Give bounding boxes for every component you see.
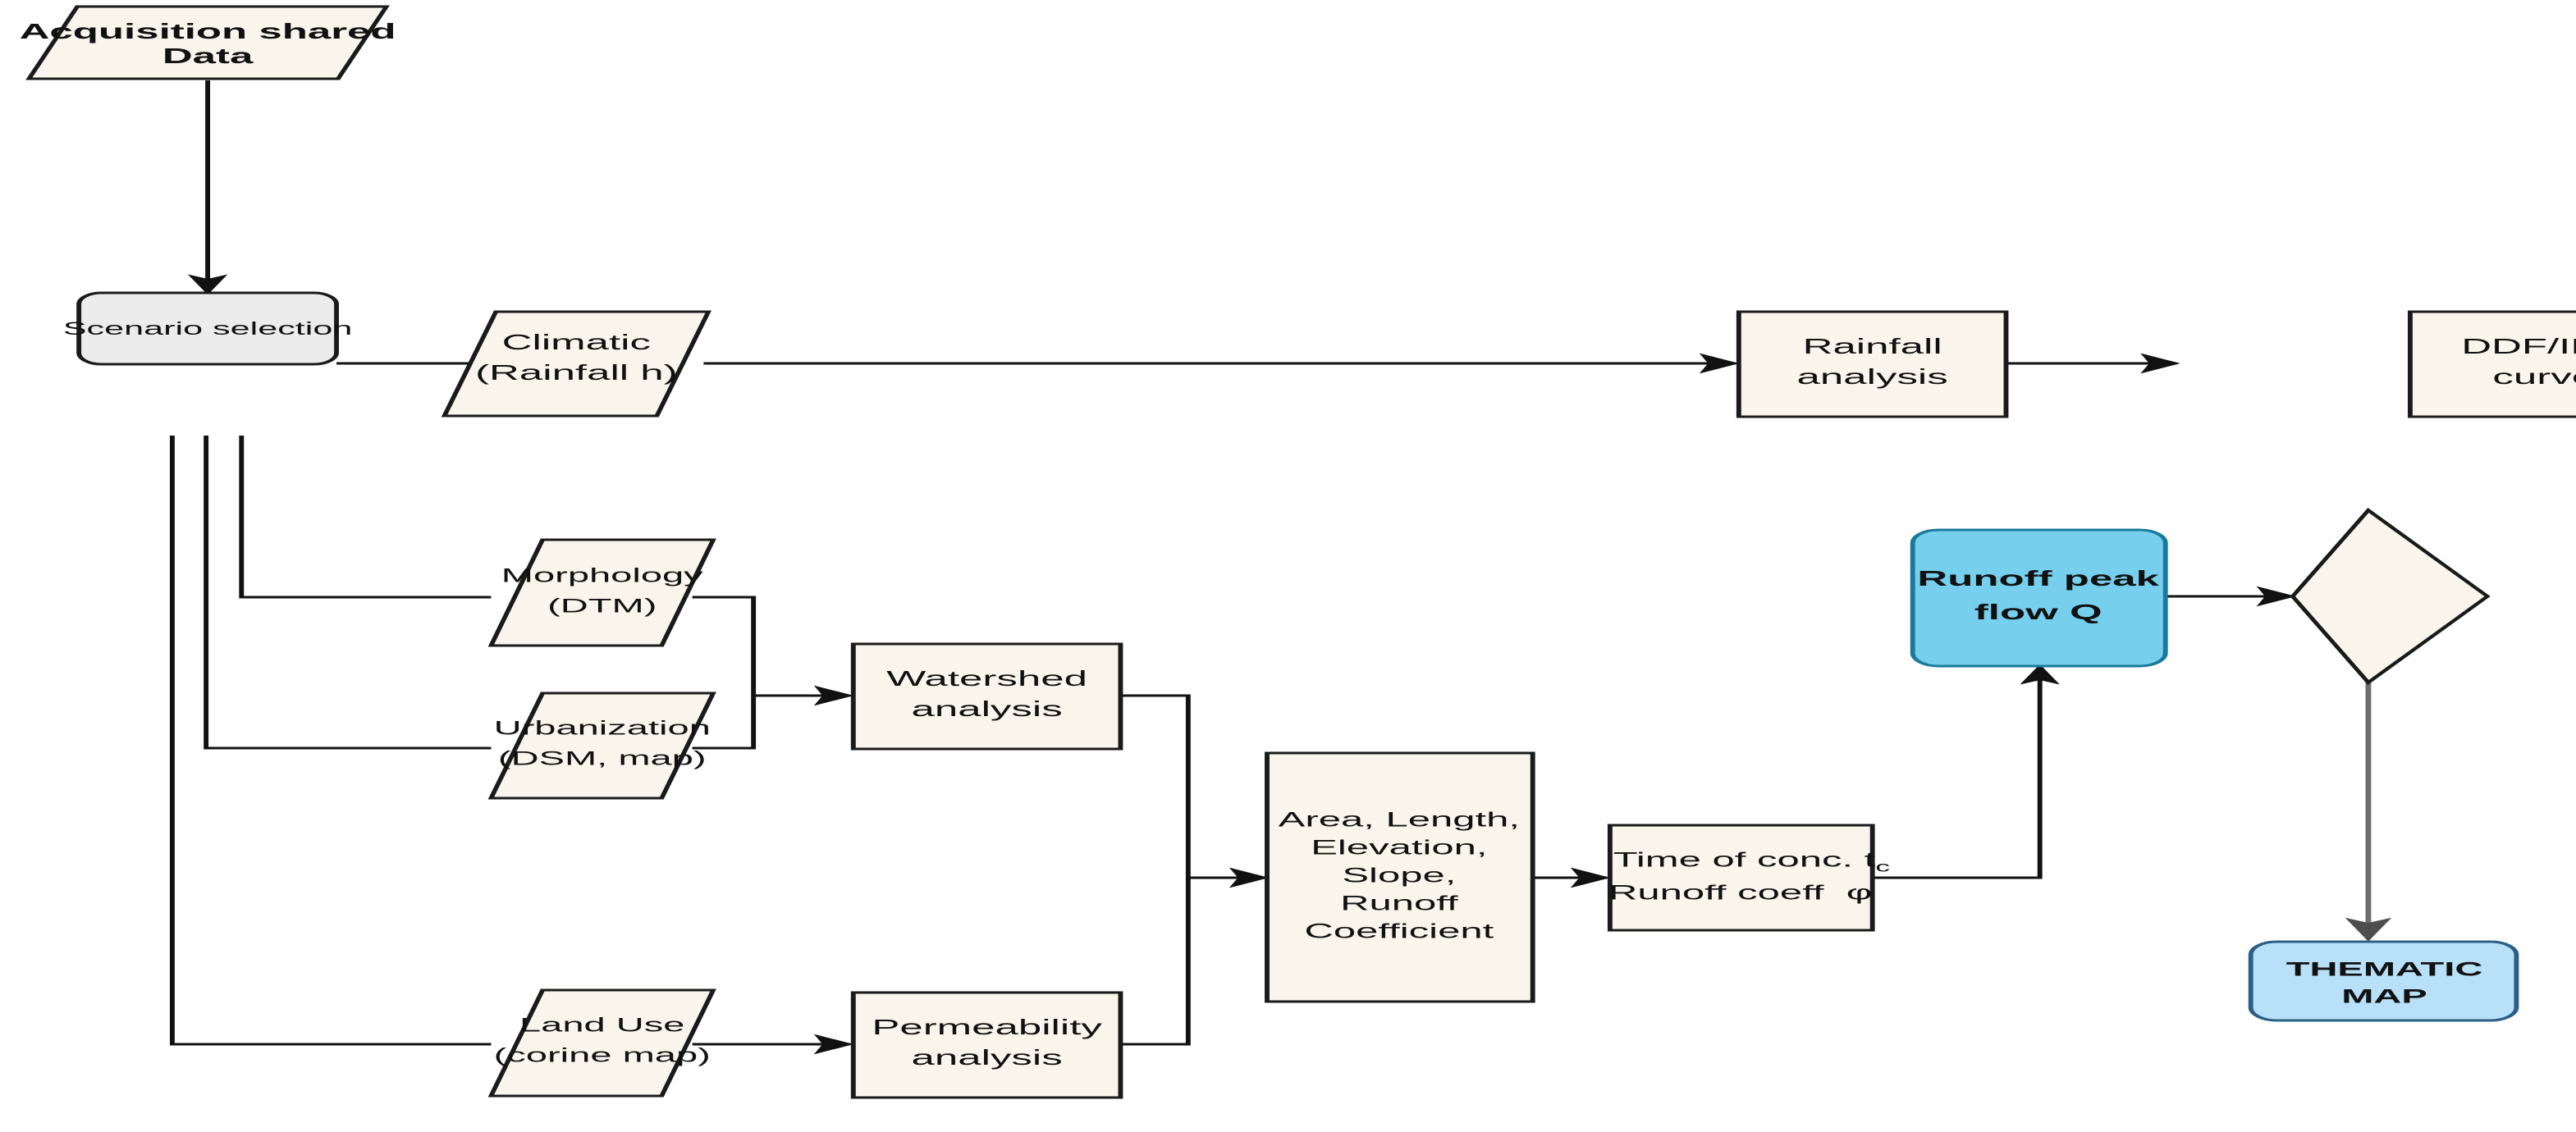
- parameters-label-line1: Area, Length,: [1279, 809, 1520, 832]
- edge-permeability-to-parameters: [1120, 878, 1191, 1046]
- rainfall-analysis-label-line1: Rainfall: [1803, 334, 1942, 358]
- parameters-label-line2: Elevation,: [1311, 837, 1487, 860]
- permeability-analysis-label-line2: analysis: [912, 1045, 1063, 1070]
- node-watershed-analysis[interactable]: Watershed analysis: [850, 642, 1123, 751]
- acquisition-shape: [25, 5, 390, 80]
- ddf-idf-curve-shape: [2407, 310, 2576, 418]
- climatic-label-line1: Climatic: [502, 330, 651, 354]
- time-of-conc-label-line2: Runoff coeff φ: [1608, 882, 1873, 905]
- runoff-peak-flow-label-line2: flow Q: [1974, 600, 2102, 624]
- morphology-label-line1: Morphology: [501, 564, 703, 587]
- node-rainfall-analysis[interactable]: Rainfall analysis: [1736, 310, 2009, 418]
- urbanization-label-line1: Urbanization: [494, 717, 711, 739]
- thematic-map-shape: [2248, 940, 2519, 1022]
- decision-shape: [2290, 507, 2491, 686]
- edge-scenario-to-morphology: [239, 436, 492, 599]
- watershed-analysis-shape: [850, 642, 1123, 751]
- node-morphology[interactable]: Morphology (DTM): [487, 538, 716, 647]
- edge-watershed-to-parameters: [1120, 694, 1191, 878]
- edge-time-of-conc-to-runoff: [1872, 664, 2060, 879]
- runoff-peak-flow-shape: [1910, 528, 2168, 668]
- thematic-map-label-line2: MAP: [2341, 985, 2427, 1007]
- edge-scenario-to-urbanization: [204, 436, 492, 750]
- node-thematic-map[interactable]: THEMATIC MAP: [2248, 940, 2519, 1022]
- climatic-label-line2: (Rainfall h): [475, 360, 678, 385]
- urbanization-shape: [487, 692, 716, 800]
- morphology-shape: [487, 538, 716, 647]
- time-of-conc-label-line1-subscript: c: [1875, 859, 1890, 875]
- node-climatic[interactable]: Climatic (Rainfall h): [441, 310, 712, 418]
- node-ddf-idf-curve[interactable]: DDF/IDF curve: [2407, 310, 2576, 418]
- permeability-analysis-shape: [850, 991, 1123, 1099]
- node-decision-diamond[interactable]: [2290, 507, 2491, 686]
- node-land-use[interactable]: Land Use (corine map): [487, 988, 716, 1098]
- time-of-conc-shape: [1607, 824, 1875, 932]
- node-scenario-selection[interactable]: Scenario selection: [63, 291, 353, 366]
- acquisition-label-line2: Data: [162, 43, 254, 68]
- morphology-label-line2: (DTM): [547, 595, 657, 617]
- scenario-selection-shape: [76, 291, 339, 366]
- rainfall-analysis-label-line2: analysis: [1797, 364, 1948, 389]
- land-use-shape: [487, 988, 716, 1098]
- scenario-selection-label: Scenario selection: [63, 319, 353, 339]
- watershed-analysis-label-line1: Watershed: [886, 666, 1087, 691]
- parameters-shape: [1265, 751, 1535, 1003]
- node-permeability-analysis[interactable]: Permeability analysis: [850, 991, 1123, 1099]
- ddf-idf-curve-label-line1: DDF/IDF: [2461, 334, 2576, 358]
- node-runoff-peak-flow[interactable]: Runoff peak flow Q: [1910, 528, 2168, 668]
- time-of-conc-label-line1: Time of conc. tc: [1535, 849, 1946, 879]
- land-use-label-line1: Land Use: [519, 1014, 685, 1036]
- runoff-peak-flow-label-line1: Runoff peak: [1917, 566, 2159, 591]
- time-of-conc-label-line1-main: Time of conc. t: [1613, 849, 1876, 872]
- node-acquisition-shared-data[interactable]: Acquisition shared Data: [20, 5, 396, 80]
- rainfall-analysis-shape: [1736, 310, 2009, 418]
- parameters-label-line4: Runoff: [1340, 892, 1458, 915]
- node-parameters[interactable]: Area, Length, Elevation, Slope, Runoff C…: [1265, 751, 1535, 1003]
- edge-urbanization-to-watershed: [692, 696, 757, 750]
- watershed-analysis-label-line2: analysis: [912, 696, 1063, 721]
- parameters-label-line5: Coefficient: [1305, 920, 1494, 943]
- land-use-label-line2: (corine map): [494, 1044, 711, 1066]
- permeability-analysis-label-line1: Permeability: [872, 1015, 1103, 1039]
- edge-scenario-to-land-use: [169, 436, 492, 1046]
- parameters-label-line3: Slope,: [1342, 865, 1456, 888]
- node-urbanization[interactable]: Urbanization (DSM, map): [487, 692, 716, 800]
- acquisition-label-line1: Acquisition shared: [20, 19, 396, 43]
- thematic-map-label-line1: THEMATIC: [2286, 958, 2483, 980]
- climatic-shape: [441, 310, 712, 418]
- urbanization-label-line2: (DSM, map): [498, 747, 707, 769]
- edge-morphology-to-watershed: [692, 596, 757, 696]
- ddf-idf-curve-label-line2: curve: [2492, 364, 2576, 389]
- node-time-of-conc[interactable]: Time of conc. tc Runoff coeff φ: [1535, 824, 1946, 932]
- connector-layer: [169, 80, 2392, 1055]
